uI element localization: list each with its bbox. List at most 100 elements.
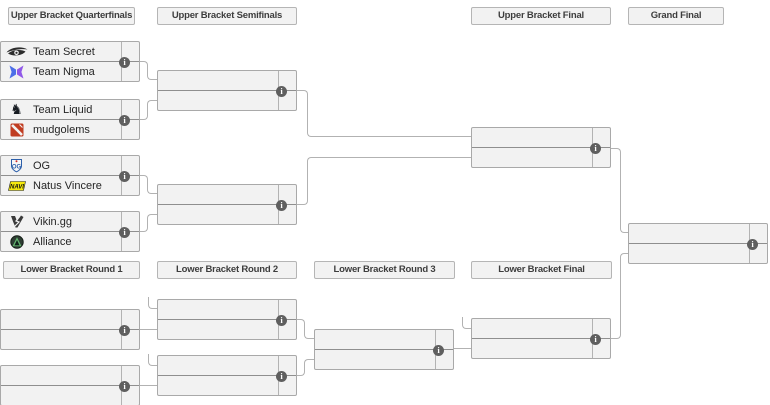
alliance-logo xyxy=(1,232,32,251)
team-slot-team-liquid[interactable]: ♞ Team Liquid xyxy=(1,100,139,120)
score-cell xyxy=(121,330,139,349)
team-slot-team-nigma[interactable]: Team Nigma xyxy=(1,62,139,81)
connector xyxy=(140,385,157,386)
header-grand-final: Grand Final xyxy=(628,7,724,25)
match-info-icon[interactable]: i xyxy=(590,334,601,345)
empty-team-slot xyxy=(158,376,296,395)
connector xyxy=(147,70,157,80)
natus-vincere-logo: NAVI xyxy=(1,176,32,195)
connector xyxy=(307,127,471,137)
match-ub-quarterfinal-2: ♞ Team Liquid mudgolems i xyxy=(0,99,140,140)
match-ub-final: i xyxy=(471,127,611,168)
match-info-icon[interactable]: i xyxy=(119,381,130,392)
connector xyxy=(140,175,148,185)
team-name: Natus Vincere xyxy=(33,179,102,192)
empty-team-slot xyxy=(472,148,610,167)
match-lb-round2-1: i xyxy=(157,299,297,340)
team-slot-alliance[interactable]: Alliance xyxy=(1,232,139,251)
header-lower-bracket-round-3: Lower Bracket Round 3 xyxy=(314,261,455,279)
score-cell xyxy=(435,330,453,349)
empty-team-slot xyxy=(158,91,296,110)
match-info-icon[interactable]: i xyxy=(590,143,601,154)
empty-logo xyxy=(1,310,32,329)
connector xyxy=(147,214,157,222)
empty-logo xyxy=(629,224,660,243)
connector-loser-drop xyxy=(462,317,471,329)
match-ub-quarterfinal-3: OG OG NAVI Natus Vincere i xyxy=(0,155,140,196)
empty-team-slot xyxy=(1,366,139,386)
team-name: mudgolems xyxy=(33,123,90,136)
connector xyxy=(147,184,157,194)
empty-logo xyxy=(472,319,503,338)
score-cell xyxy=(278,376,296,395)
connector xyxy=(297,319,305,330)
score-cell xyxy=(121,310,139,329)
score-cell xyxy=(278,91,296,110)
empty-logo xyxy=(315,350,346,369)
score-cell xyxy=(121,42,139,61)
match-info-icon[interactable]: i xyxy=(119,57,130,68)
team-name: Vikin.gg xyxy=(33,215,72,228)
connector xyxy=(297,194,308,205)
connector xyxy=(147,100,157,110)
empty-logo xyxy=(158,376,189,395)
empty-team-slot xyxy=(1,310,139,330)
empty-team-slot xyxy=(1,330,139,349)
match-info-icon[interactable]: i xyxy=(433,345,444,356)
empty-logo xyxy=(158,356,189,375)
match-info-icon[interactable]: i xyxy=(119,325,130,336)
score-cell xyxy=(592,148,610,167)
header-upper-bracket-quarterfinals: Upper Bracket Quarterfinals xyxy=(8,7,135,25)
match-lb-round1-1: i xyxy=(0,309,140,350)
header-lower-bracket-round-2: Lower Bracket Round 2 xyxy=(157,261,297,279)
svg-text:NAVI: NAVI xyxy=(10,184,24,190)
match-ub-semifinal-2: i xyxy=(157,184,297,225)
team-slot-team-secret[interactable]: Team Secret xyxy=(1,42,139,62)
score-cell xyxy=(121,62,139,81)
team-slot-natus-vincere[interactable]: NAVI Natus Vincere xyxy=(1,176,139,195)
score-cell xyxy=(592,339,610,358)
score-cell xyxy=(749,224,767,243)
match-ub-quarterfinal-4: Vikin.gg Alliance i xyxy=(0,211,140,252)
score-cell xyxy=(121,176,139,195)
match-info-icon[interactable]: i xyxy=(276,371,287,382)
match-lb-round2-2: i xyxy=(157,355,297,396)
match-info-icon[interactable]: i xyxy=(119,115,130,126)
mudgolems-logo xyxy=(1,120,32,139)
connector-loser-drop xyxy=(148,354,157,366)
svg-text:OG: OG xyxy=(12,165,22,171)
score-cell xyxy=(121,100,139,119)
match-info-icon[interactable]: i xyxy=(276,200,287,211)
score-cell xyxy=(278,185,296,204)
empty-logo xyxy=(1,330,32,349)
header-lower-bracket-round-1: Lower Bracket Round 1 xyxy=(3,261,140,279)
empty-team-slot xyxy=(1,386,139,405)
match-info-icon[interactable]: i xyxy=(119,171,130,182)
match-info-icon[interactable]: i xyxy=(747,239,758,250)
empty-logo xyxy=(1,386,32,405)
match-ub-semifinal-1: i xyxy=(157,70,297,111)
score-cell xyxy=(278,71,296,90)
team-slot-vikin-gg[interactable]: Vikin.gg xyxy=(1,212,139,232)
team-liquid-logo: ♞ xyxy=(10,101,23,118)
connector xyxy=(611,148,621,223)
empty-logo xyxy=(158,300,189,319)
match-info-icon[interactable]: i xyxy=(119,227,130,238)
connector xyxy=(140,61,148,71)
empty-logo xyxy=(1,366,32,385)
empty-team-slot xyxy=(472,319,610,339)
connector xyxy=(140,329,157,330)
match-info-icon[interactable]: i xyxy=(276,315,287,326)
empty-logo xyxy=(472,339,503,358)
score-cell xyxy=(278,300,296,319)
score-cell xyxy=(278,205,296,224)
match-ub-quarterfinal-1: Team Secret Team Nigma i xyxy=(0,41,140,82)
empty-team-slot xyxy=(158,205,296,224)
empty-logo xyxy=(315,330,346,349)
header-upper-bracket-semifinals: Upper Bracket Semifinals xyxy=(157,7,297,25)
team-slot-og[interactable]: OG OG xyxy=(1,156,139,176)
match-info-icon[interactable]: i xyxy=(276,86,287,97)
score-cell xyxy=(121,212,139,231)
connector xyxy=(454,348,471,349)
team-slot-mudgolems[interactable]: mudgolems xyxy=(1,120,139,139)
